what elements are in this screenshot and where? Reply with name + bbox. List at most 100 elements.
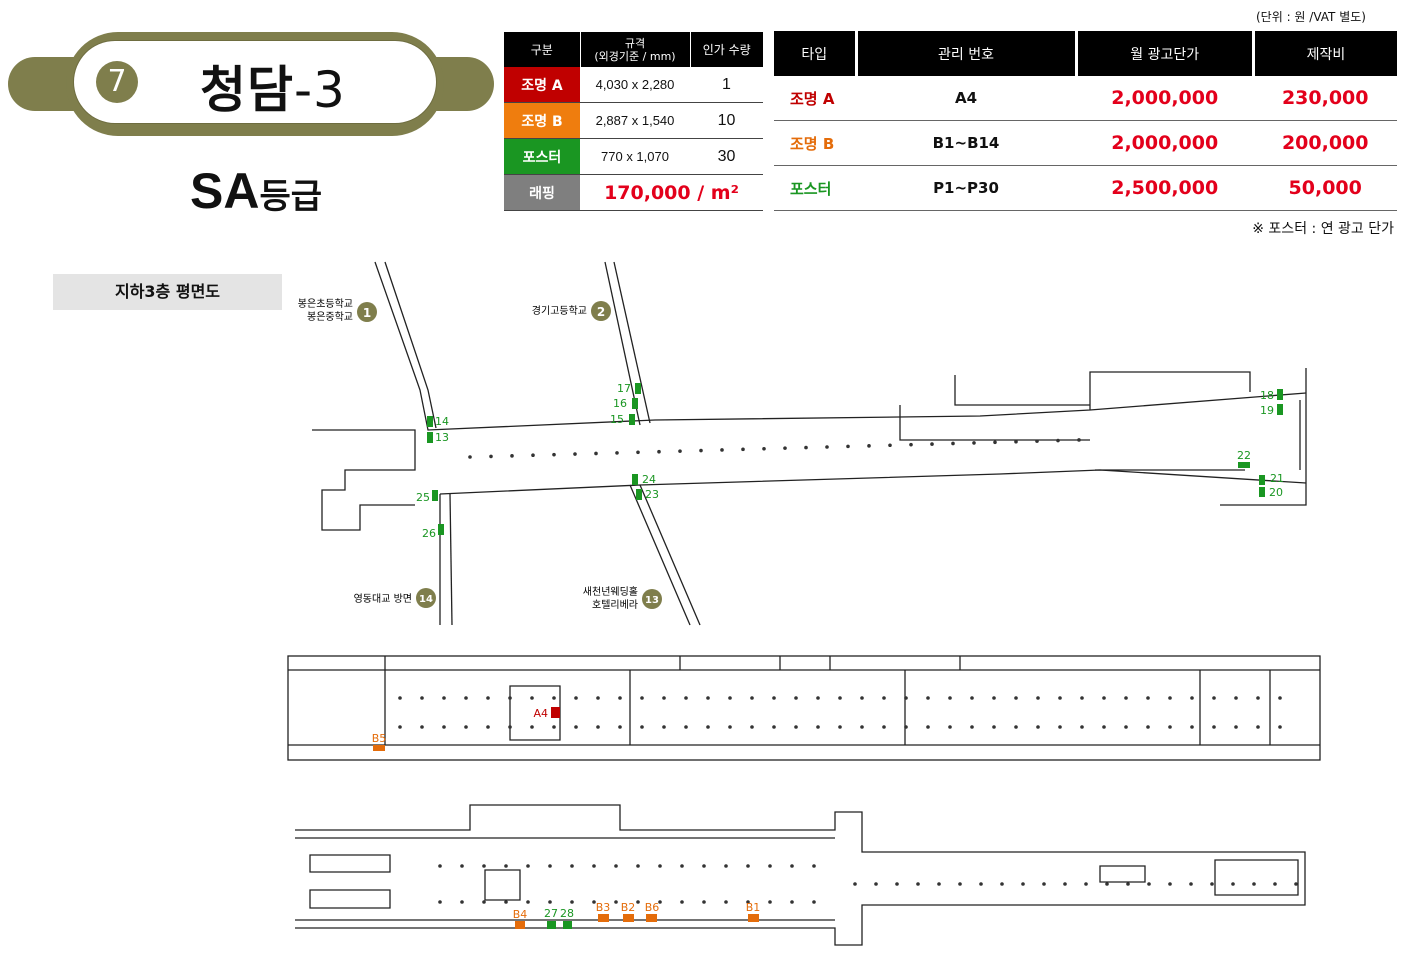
column-dot — [508, 696, 512, 700]
column-dot — [750, 725, 754, 729]
column-dot — [1256, 725, 1260, 729]
spec-row: 포스터 770 x 1,070 30 — [504, 138, 763, 175]
column-dot — [552, 725, 556, 729]
column-dot — [662, 725, 666, 729]
svg-text:B3: B3 — [596, 901, 611, 914]
column-dot — [1058, 725, 1062, 729]
column-dot — [531, 453, 535, 458]
exit-13-name2: 호텔리베라 — [592, 599, 638, 611]
column-dot — [1146, 725, 1150, 729]
column-dot — [574, 725, 578, 729]
column-dot — [1234, 725, 1238, 729]
svg-text:24: 24 — [642, 473, 656, 486]
svg-text:25: 25 — [416, 491, 430, 504]
column-dot — [1210, 882, 1214, 886]
column-dot — [992, 725, 996, 729]
column-dot — [1014, 696, 1018, 700]
column-dot — [464, 725, 468, 729]
poster-27: 27 — [544, 907, 558, 929]
column-dot — [1294, 882, 1298, 886]
map-columns — [398, 438, 1298, 904]
column-dot — [1234, 696, 1238, 700]
exit-13-name1: 새천년웨딩홀 — [583, 585, 638, 598]
column-dot — [1168, 725, 1172, 729]
column-dot — [909, 442, 913, 447]
column-dot — [684, 725, 688, 729]
price-production-cell: 230,000 — [1253, 76, 1397, 121]
spec-header-size: 규격(외경기준 / mm) — [580, 32, 691, 67]
poster-15: 15 — [610, 413, 635, 426]
grade-letter: SA — [190, 163, 260, 219]
price-type-cell: 조명 A — [774, 76, 856, 121]
column-dot — [867, 444, 871, 448]
poster-21: 21 — [1259, 472, 1284, 485]
column-dot — [728, 696, 732, 700]
column-dot — [916, 882, 920, 886]
spec-wrap-price: 170,000 / m² — [580, 174, 763, 211]
column-dot — [442, 696, 446, 700]
column-dot — [1212, 696, 1216, 700]
exit-1-name1: 봉은초등학교 — [298, 298, 353, 310]
column-dot — [657, 449, 661, 454]
svg-text:A4: A4 — [533, 707, 548, 720]
column-dot — [926, 725, 930, 729]
column-dot — [746, 900, 750, 904]
map-ad-markers: 17 16 15 14 13 24 23 25 26 18 19 22 21 2… — [372, 382, 1284, 929]
station-name: 청담 — [200, 61, 294, 119]
column-dot — [1014, 439, 1018, 444]
exit-1-icon — [357, 302, 377, 322]
column-dot — [816, 725, 820, 729]
column-dot — [993, 440, 997, 445]
price-footnote: ※ 포스터 : 연 광고 단가 — [1252, 221, 1394, 237]
column-dot — [680, 900, 684, 904]
column-dot — [508, 725, 512, 729]
column-dot — [1124, 696, 1128, 700]
spec-size-cell: 4,030 x 2,280 — [580, 67, 690, 103]
column-dot — [640, 725, 644, 729]
svg-text:20: 20 — [1269, 486, 1283, 499]
column-dot — [882, 696, 886, 700]
exit-1-name2: 봉은중학교 — [307, 311, 353, 323]
column-dot — [768, 900, 772, 904]
price-monthly-cell: 2,000,000 — [1076, 76, 1254, 121]
spec-row: 조명 B 2,887 x 1,540 10 — [504, 102, 763, 139]
spec-header-qty: 인가 수량 — [690, 32, 763, 67]
column-dot — [640, 696, 644, 700]
poster-18: 18 — [1260, 389, 1283, 402]
poster-24: 24 — [632, 473, 656, 486]
svg-text:B5: B5 — [372, 732, 387, 745]
svg-text:22: 22 — [1237, 449, 1251, 462]
column-dot — [1189, 882, 1193, 886]
column-dot — [530, 725, 534, 729]
light-b-B5: B5 — [372, 732, 387, 751]
column-dot — [812, 900, 816, 904]
column-dot — [1084, 882, 1088, 886]
spec-header-size-main: 규격 — [624, 36, 646, 50]
column-dot — [724, 900, 728, 904]
column-dot — [1042, 882, 1046, 886]
unit-note: (단위 : 원 /VAT 별도) — [1256, 10, 1366, 24]
exit-2-name: 경기고등학교 — [532, 304, 587, 317]
column-dot — [570, 900, 574, 904]
column-dot — [706, 696, 710, 700]
price-production-cell: 50,000 — [1253, 165, 1397, 211]
poster-23: 23 — [636, 488, 659, 501]
spec-size-cell: 2,887 x 1,540 — [580, 102, 690, 139]
column-dot — [948, 725, 952, 729]
svg-text:27: 27 — [544, 907, 558, 920]
column-dot — [812, 864, 816, 868]
price-row: 조명 A A4 2,000,000 230,000 — [774, 76, 1397, 121]
light-b-B2: B2 — [621, 901, 635, 922]
column-dot — [772, 696, 776, 700]
svg-text:26: 26 — [422, 527, 436, 540]
column-dot — [904, 696, 908, 700]
column-dot — [548, 900, 552, 904]
map-walls — [287, 261, 1321, 946]
column-dot — [1252, 882, 1256, 886]
column-dot — [1014, 725, 1018, 729]
column-dot — [658, 864, 662, 868]
spec-qty-cell: 30 — [690, 138, 763, 175]
spec-size-cell: 770 x 1,070 — [580, 138, 690, 175]
column-dot — [615, 451, 619, 455]
column-dot — [1077, 438, 1081, 442]
